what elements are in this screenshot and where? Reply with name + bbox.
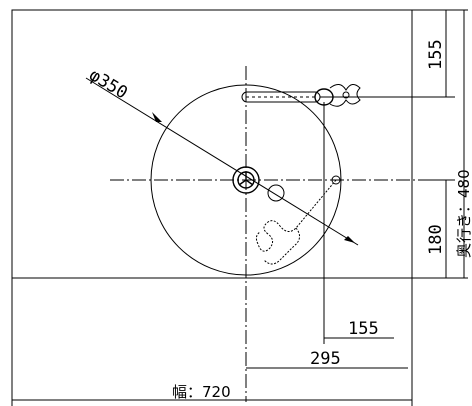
right-dimension-lines <box>320 9 468 279</box>
pop-up-chain <box>255 175 341 265</box>
dim-basin-offset: 295 <box>310 349 341 369</box>
overflow-hole <box>267 184 285 202</box>
bottom-dimension-lines <box>11 102 413 406</box>
dim-drain-depth: 180 <box>426 224 446 255</box>
dim-faucet-depth: 155 <box>426 39 446 70</box>
counter-outline <box>11 9 413 279</box>
depth-label: 奥行き：480 <box>455 169 472 258</box>
diameter-dimension <box>85 77 359 246</box>
width-label: 幅：720 <box>172 383 231 401</box>
dim-faucet-offset: 155 <box>348 319 379 339</box>
drain <box>232 166 260 194</box>
diameter-label: φ350 <box>85 65 130 103</box>
